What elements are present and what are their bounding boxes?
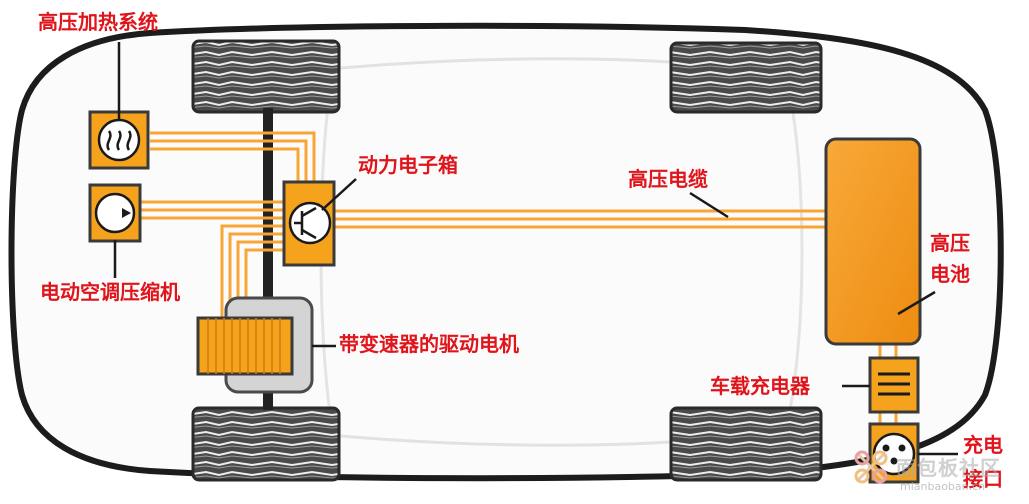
leader-battery: [897, 290, 936, 316]
label-hv-battery-line1: 高压: [930, 231, 970, 255]
hv-heating-unit: [88, 110, 150, 170]
label-onboard-charger: 车载充电器: [710, 374, 810, 398]
leader-hv-cable: [689, 191, 729, 219]
label-drive-motor: 带变速器的驱动电机: [339, 332, 519, 356]
tire-front-right: [191, 406, 341, 482]
label-hv-heating-system: 高压加热系统: [38, 10, 158, 34]
label-hv-battery-line2: 电池: [930, 262, 970, 286]
tire-front-left: [191, 39, 341, 114]
label-charge-port-line1: 充电: [963, 433, 1003, 457]
cable-battery-charger: [878, 344, 898, 424]
tire-rear-right: [669, 406, 823, 482]
drive-motor-with-transmission: [196, 296, 314, 394]
label-hv-cable: 高压电缆: [628, 167, 708, 191]
hv-battery: [824, 137, 922, 346]
cable-compressor: [140, 200, 284, 220]
hv-cable-lines: [334, 209, 826, 229]
cable-heating: [150, 131, 316, 185]
transistor-icon: [294, 206, 317, 240]
leader-power-electronics: [321, 178, 357, 211]
tire-rear-left: [669, 41, 823, 114]
watermark-url: mianbaoban.cn: [900, 480, 986, 493]
heat-waves-icon: [106, 130, 132, 151]
front-axle: [263, 108, 273, 410]
label-charge-port-line2: 接口: [963, 467, 1003, 491]
power-electronics-box: [282, 180, 336, 267]
label-ac-compressor: 电动空调压缩机: [40, 280, 180, 304]
watermark-brand: 面包板社区: [896, 456, 1001, 480]
play-triangle-icon: [122, 208, 131, 218]
watermark-logo: [854, 450, 888, 484]
ac-compressor-unit: [88, 183, 142, 243]
label-power-electronics: 动力电子箱: [358, 153, 458, 177]
onboard-charger: [868, 356, 920, 414]
cable-motor: [220, 224, 284, 318]
rear-window-line: [788, 94, 804, 411]
